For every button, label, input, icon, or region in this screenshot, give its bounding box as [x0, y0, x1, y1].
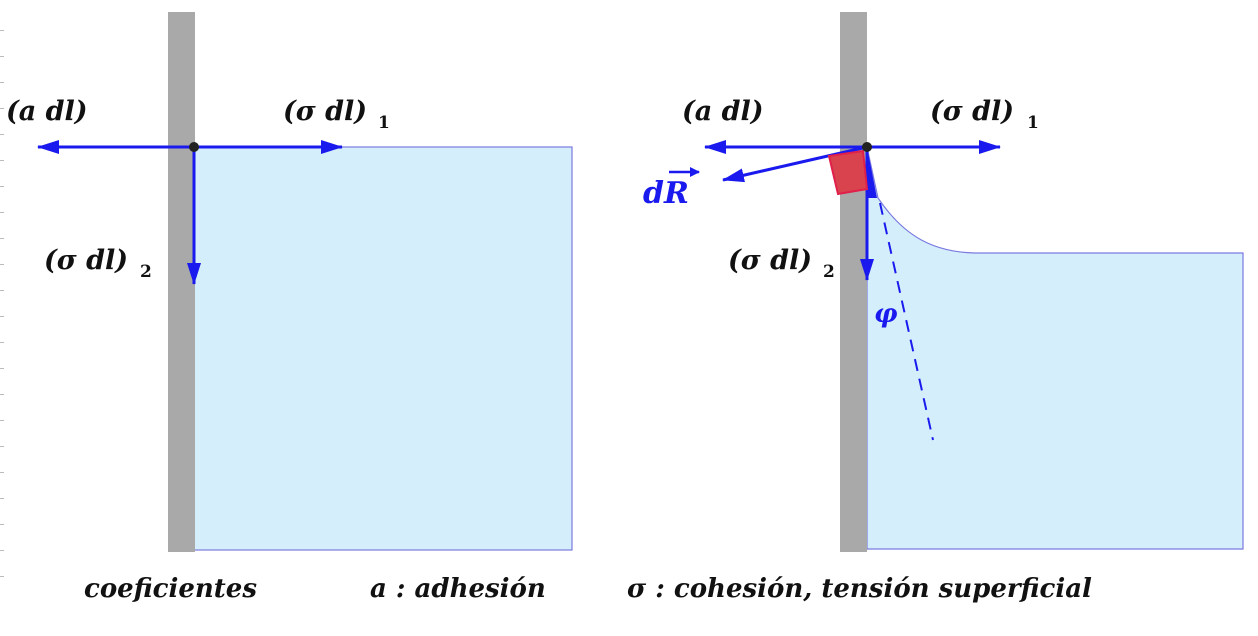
contact-point-right	[862, 142, 872, 152]
liquid-meniscus	[866, 146, 1244, 550]
wall-left	[168, 12, 195, 552]
contact-point-left	[189, 142, 199, 152]
caption-adhesion: a : adhesión	[370, 574, 546, 604]
label-angle: φ	[874, 299, 898, 329]
angle-marker	[827, 149, 869, 196]
sub-1-left: 1	[378, 113, 390, 133]
caption-cohesion: σ : cohesión, tensión superficial	[627, 574, 1092, 604]
label-cohesion-1-right: (σ dl)	[930, 96, 1014, 127]
caption-coeficientes: coeficientes	[84, 574, 257, 604]
label-cohesion-1-left: (σ dl)	[283, 96, 367, 127]
wall-right	[840, 12, 867, 552]
label-resultant: dR	[643, 176, 689, 211]
arrow-resultant	[722, 145, 868, 183]
sub-2-left: 2	[140, 262, 152, 282]
liquid-flat	[193, 146, 573, 551]
caption: coeficientes a : adhesión σ : cohesión, …	[0, 568, 1258, 618]
label-cohesion-2-right: (σ dl)	[728, 245, 812, 276]
label-cohesion-2-left: (σ dl)	[44, 245, 128, 276]
label-adhesion-right: (a dl)	[682, 96, 764, 127]
normal-dashed-line	[879, 202, 934, 441]
sub-1-right: 1	[1027, 113, 1039, 133]
right-panel: (a dl) (σ dl) 1 (σ dl) 2 dR φ	[643, 12, 1244, 552]
label-adhesion-left: (a dl)	[6, 96, 88, 127]
left-panel: (a dl) (σ dl) 1 (σ dl) 2	[6, 12, 573, 552]
left-edge-ticks	[0, 30, 6, 610]
sub-2-right: 2	[823, 262, 835, 282]
tangent-wedge	[867, 147, 877, 198]
